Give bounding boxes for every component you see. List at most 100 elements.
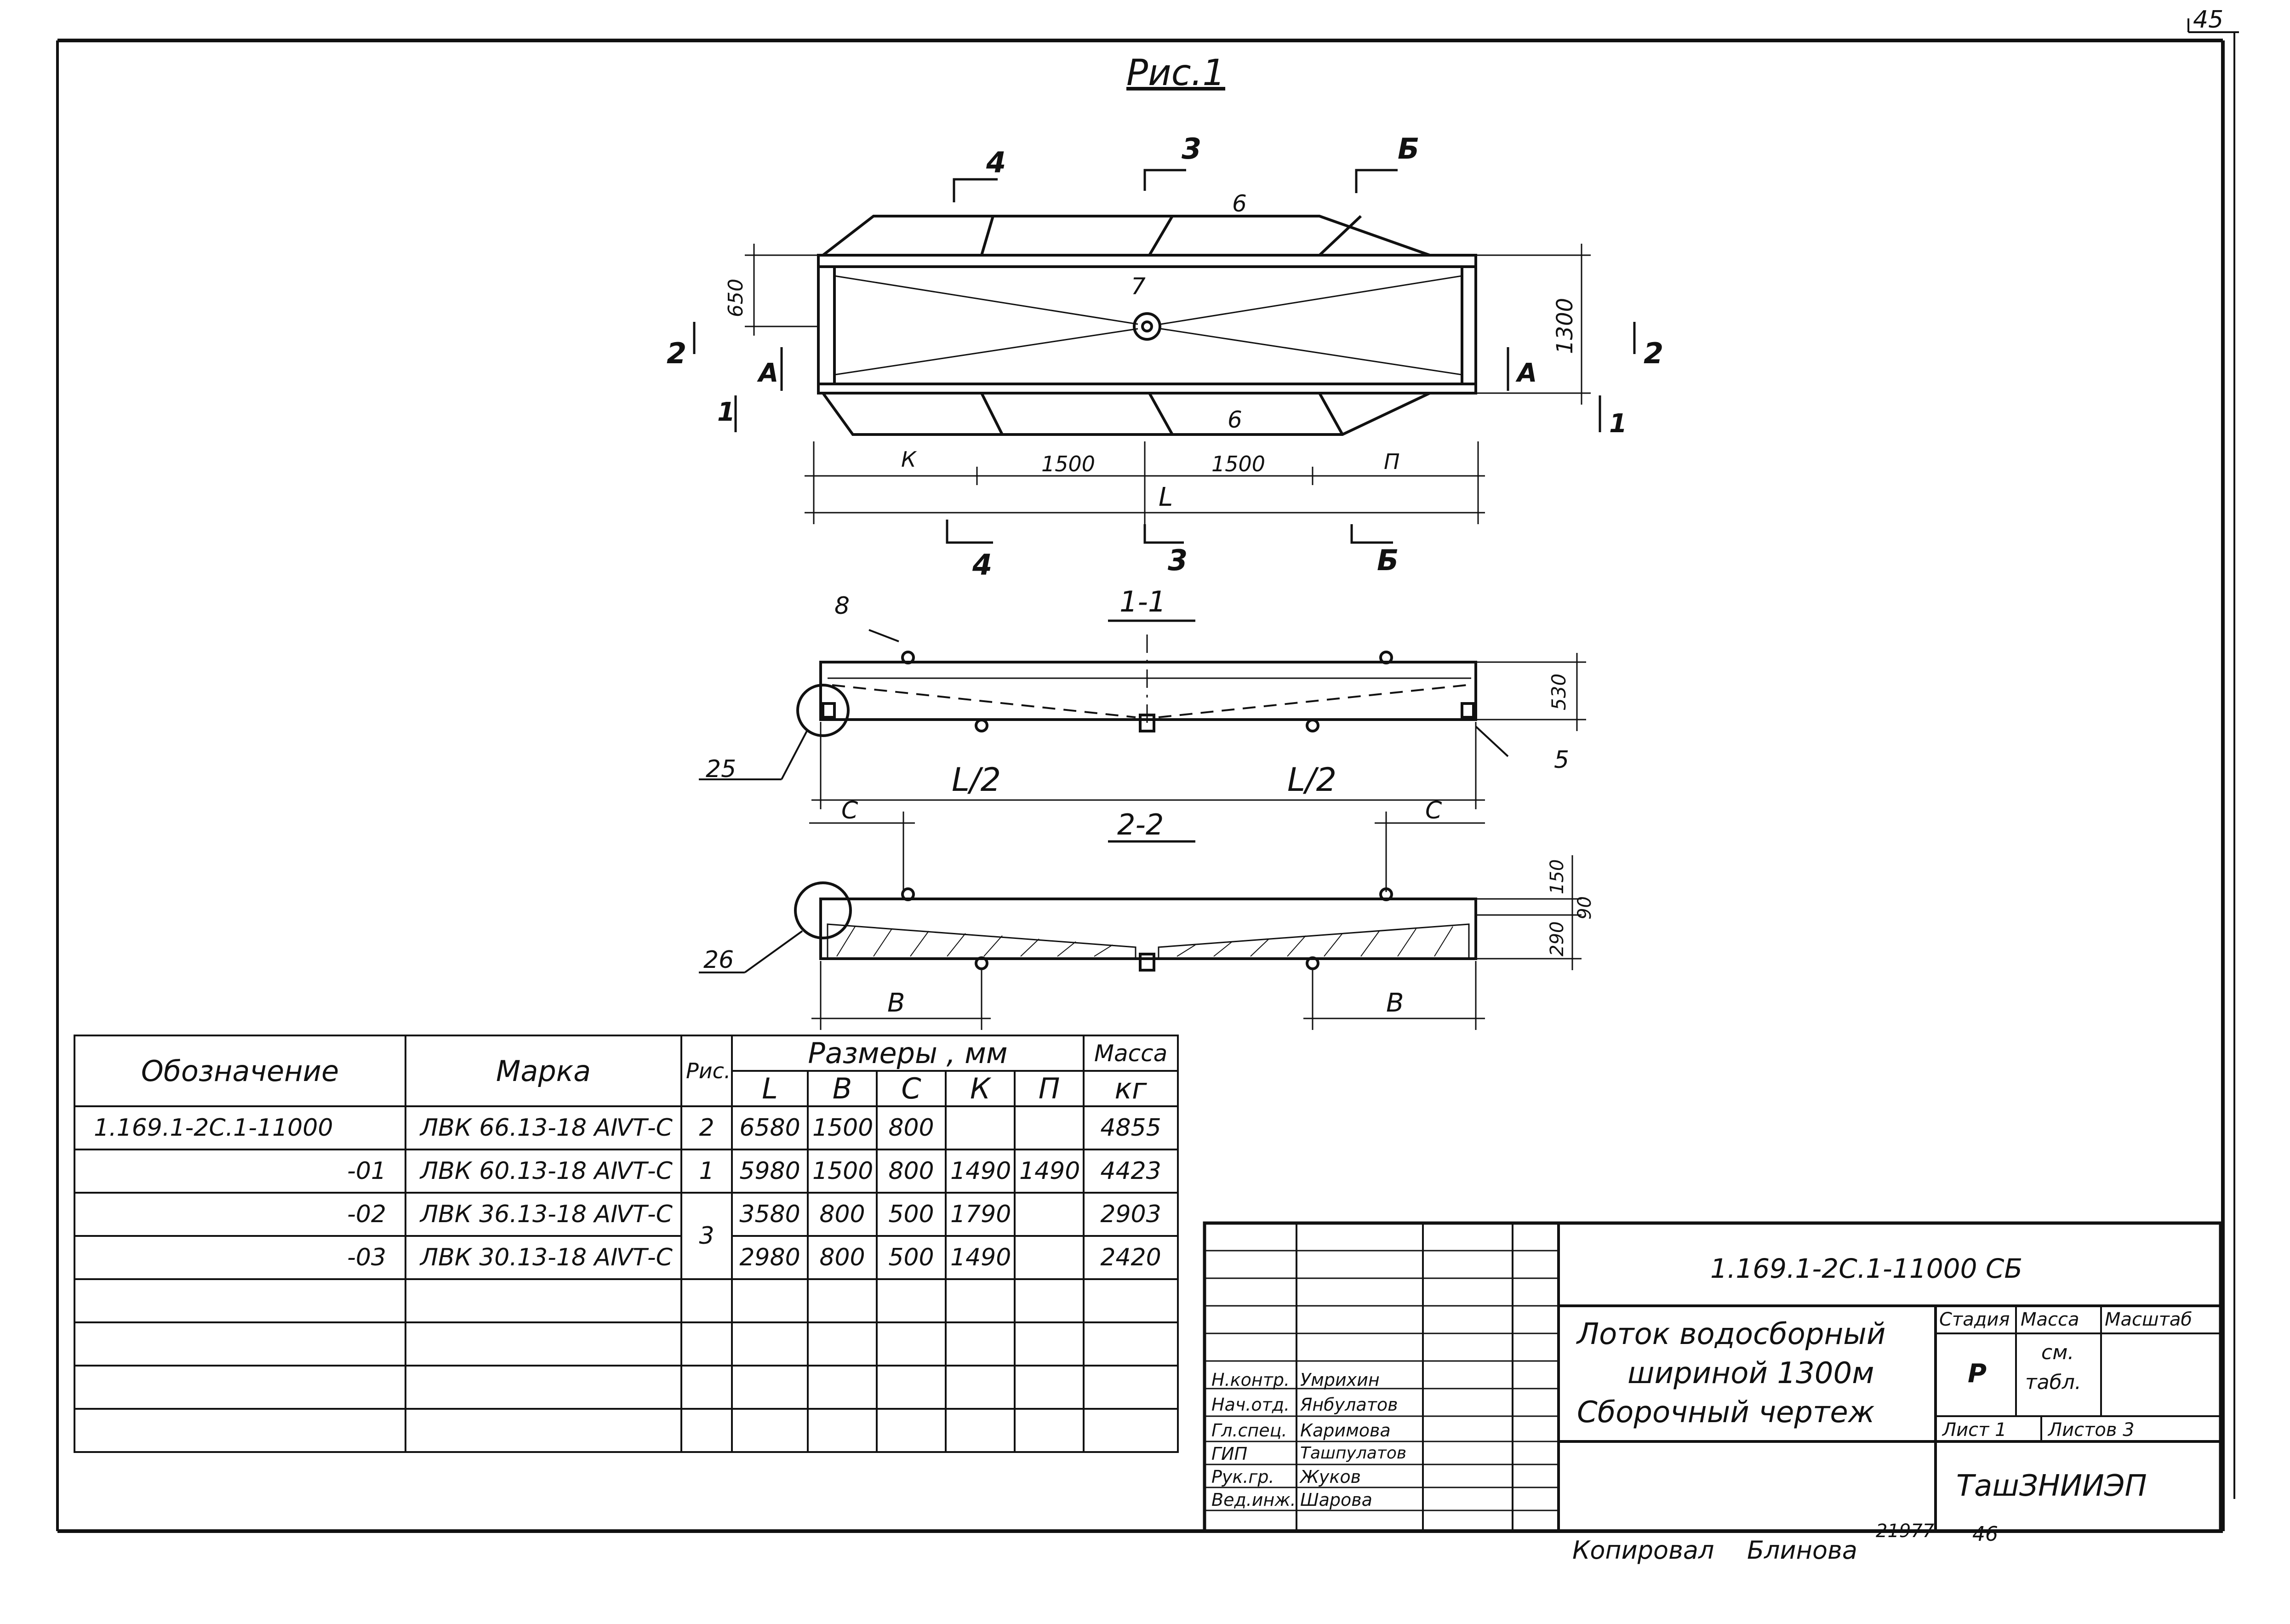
staff-role: Нач.отд. — [1211, 1395, 1290, 1415]
section-mark-1-right: 1 — [1609, 409, 1627, 439]
copied-name: Блинова — [1747, 1536, 1857, 1565]
table-row: -01 ЛВК 60.13-18 АⅣТ-С 1 5980 1500 800 1… — [74, 1149, 1179, 1194]
callout-25: 25 — [706, 755, 736, 783]
table-row: -02 ЛВК 36.13-18 АⅣТ-С 3 3580 800 500 17… — [74, 1192, 1179, 1280]
row-mark: ЛВК 30.13-18 АⅣТ-С — [405, 1235, 682, 1280]
row-C: 800 — [876, 1105, 947, 1150]
row-L: 6580 — [731, 1105, 809, 1150]
staff-role: ГИП — [1211, 1444, 1248, 1464]
col-B-header: В — [807, 1070, 878, 1107]
section-mark-A-left: А — [757, 358, 778, 388]
row-mass: 2420 — [1083, 1235, 1179, 1280]
table-subheader-row: L В С К П кг — [74, 1070, 1179, 1107]
dim-P: П — [1384, 449, 1400, 474]
section-mark-2-right: 2 — [1644, 337, 1663, 370]
row-mass: 2903 — [1083, 1192, 1179, 1237]
row-B: 800 — [807, 1192, 878, 1237]
dim-150: 150 — [1547, 859, 1568, 894]
section-mark-2-left: 2 — [667, 337, 686, 370]
col-K-header: К — [945, 1070, 1016, 1107]
dim-1500-b: 1500 — [1211, 452, 1265, 476]
section-mark-4-top: 4 — [986, 146, 1006, 179]
scale-label: Масштаб — [2105, 1309, 2193, 1330]
format-number: 46 — [1972, 1522, 1998, 1546]
row-L: 5980 — [731, 1149, 809, 1194]
row-P — [1013, 1105, 1085, 1150]
dim-1300: 1300 — [1552, 298, 1578, 354]
stage-value: Р — [1968, 1359, 1987, 1389]
section-mark-3-top: 3 — [1182, 132, 1201, 166]
row-L: 2980 — [731, 1235, 809, 1280]
row-L: 3580 — [731, 1192, 809, 1237]
callout-7: 7 — [1131, 273, 1146, 300]
table-header-row: Обозначение Марка Рис. Размеры , мм Масс… — [74, 1035, 1179, 1107]
row-B: 1500 — [807, 1105, 878, 1150]
section-mark-1-left: 1 — [717, 397, 735, 427]
doc-code: 1.169.1-2С.1-11000 СБ — [1710, 1253, 2023, 1284]
col-designation-header: Обозначение — [74, 1035, 406, 1107]
row-designation: -01 — [74, 1149, 406, 1194]
row-K: 1490 — [945, 1149, 1016, 1194]
doc-title-line2: шириной 1300м — [1628, 1356, 1874, 1390]
dim-L: L — [1159, 482, 1173, 512]
row-fig: 1 — [680, 1149, 733, 1194]
section-1-1 — [699, 619, 1586, 809]
row-mass: 4855 — [1083, 1105, 1179, 1150]
row-mass: 4423 — [1083, 1149, 1179, 1194]
callout-6-bottom: 6 — [1228, 406, 1242, 433]
dim-530: 530 — [1548, 674, 1570, 710]
sheet-number: 45 — [2193, 6, 2223, 34]
col-mark-header: Марка — [405, 1035, 682, 1107]
col-P-header: П — [1013, 1070, 1085, 1107]
staff-role: Н.контр. — [1211, 1370, 1290, 1390]
staff-role: Вед.инж. — [1211, 1490, 1296, 1510]
dim-L2-left: L/2 — [952, 761, 1001, 799]
dim-B-right: В — [1386, 988, 1404, 1018]
figure-title: Рис.1 — [1126, 52, 1225, 94]
col-C-header: С — [876, 1070, 947, 1107]
section-mark-B-bottom: Б — [1377, 543, 1399, 577]
table-empty-row — [74, 1278, 1179, 1323]
table-row: 1.169.1-2С.1-11000 ЛВК 66.13-18 АⅣТ-С 2 … — [74, 1105, 1179, 1150]
row-mark: ЛВК 66.13-18 АⅣТ-С — [405, 1105, 682, 1150]
col-fig-header: Рис. — [680, 1035, 733, 1107]
row-B: 800 — [807, 1235, 878, 1280]
section-title-1-1: 1-1 — [1119, 585, 1166, 618]
row-designation: -02 — [74, 1192, 406, 1237]
row-mark: ЛВК 36.13-18 АⅣТ-С — [405, 1192, 682, 1237]
dim-K: К — [901, 447, 917, 472]
staff-name: Умрихин — [1300, 1370, 1380, 1390]
section-title-2-2: 2-2 — [1117, 808, 1164, 841]
section-mark-4-bottom: 4 — [972, 548, 992, 582]
row-mark: ЛВК 60.13-18 АⅣТ-С — [405, 1149, 682, 1194]
table-empty-row — [74, 1321, 1179, 1367]
row-designation: -03 — [74, 1235, 406, 1280]
col-kg-header: кг — [1083, 1070, 1179, 1107]
row-fig: 3 — [680, 1192, 733, 1280]
doc-title-line3: Сборочный чертеж — [1577, 1395, 1875, 1430]
staff-name: Ташпулатов — [1300, 1444, 1407, 1463]
row-C: 500 — [876, 1192, 947, 1237]
drawing-labels: 45 Рис.1 4 3 Б 6 7 6 650 1300 2 А 1 А 2 … — [667, 6, 2223, 1018]
table-empty-row — [74, 1365, 1179, 1410]
mass-value-1: см. — [2041, 1341, 2074, 1364]
col-L-header: L — [731, 1070, 809, 1107]
section-2-2 — [699, 812, 1582, 1030]
section-mark-B-top: Б — [1398, 132, 1419, 166]
row-P: 1490 — [1013, 1149, 1085, 1194]
row-K: 1790 — [945, 1192, 1016, 1237]
section-mark-A-right: А — [1515, 358, 1537, 388]
dim-C-left: С — [841, 797, 858, 824]
row-fig: 2 — [680, 1105, 733, 1150]
row-designation: 1.169.1-2С.1-11000 — [74, 1105, 406, 1150]
row-P — [1013, 1235, 1085, 1280]
dim-B-left: В — [887, 988, 905, 1018]
callout-6-top: 6 — [1232, 190, 1247, 217]
col-mass-header: Масса — [1083, 1035, 1179, 1072]
doc-title-line1: Лоток водосборный — [1577, 1317, 1886, 1351]
title-block-grid — [1203, 1221, 2222, 1533]
staff-name: Каримова — [1300, 1420, 1391, 1441]
organization: ТашЗНИИЭП — [1956, 1469, 2147, 1503]
row-B: 1500 — [807, 1149, 878, 1194]
specification-table: Обозначение Марка Рис. Размеры , мм Масс… — [74, 1035, 1179, 1453]
